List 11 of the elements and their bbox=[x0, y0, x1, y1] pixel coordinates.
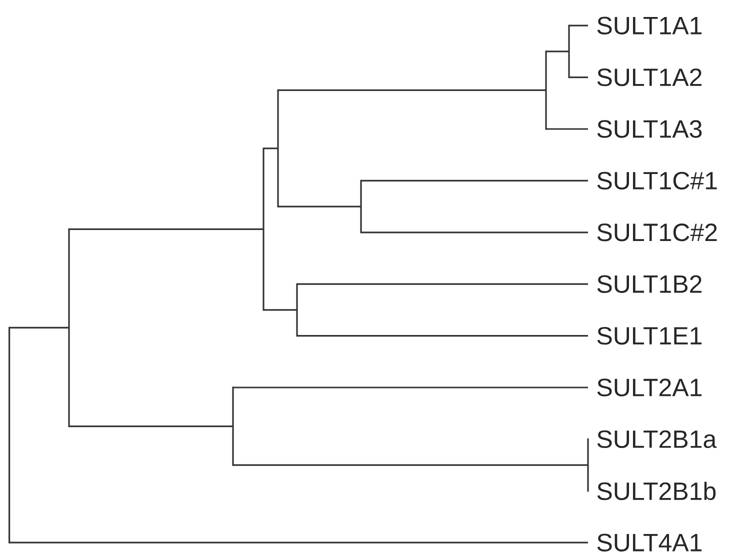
leaf-label: SULT1A1 bbox=[597, 16, 702, 34]
leaf-label: SULT1A3 bbox=[597, 120, 702, 138]
leaf-label: SULT1E1 bbox=[597, 326, 702, 345]
leaf-label: SULT1B2 bbox=[597, 275, 702, 293]
leaf-label: SULT1C#1 bbox=[597, 172, 717, 190]
leaf-label: SULT2A1 bbox=[597, 378, 702, 396]
leaf-label: SULT1C#2 bbox=[597, 224, 717, 242]
leaf-label: SULT1A2 bbox=[597, 68, 702, 86]
leaf-label: SULT2B1a bbox=[597, 430, 717, 448]
leaf-label: SULT2B1b bbox=[597, 482, 716, 500]
leaf-label: SULT4A1 bbox=[597, 534, 702, 552]
